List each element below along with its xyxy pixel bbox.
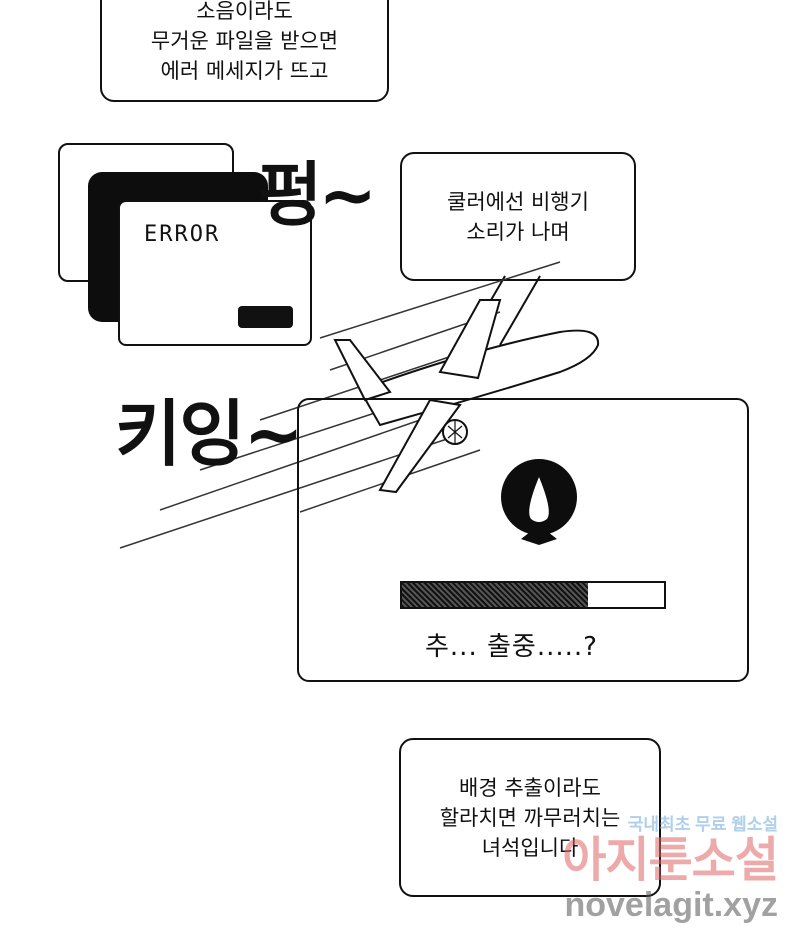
watermark: 국내최초 무료 웹소설 아지툰소설 novelagit.xyz — [562, 810, 779, 924]
narration-bubble-top: 소음이라도 무거운 파일을 받으면 에러 메세지가 뜨고 — [100, 0, 389, 102]
sfx-pung: 펑~ — [258, 154, 377, 236]
watermark-brand: 아지툰소설 — [562, 834, 779, 887]
bubble-line: 소리가 나며 — [466, 219, 570, 244]
bubble-line: 녀석입니다 — [481, 835, 579, 860]
error-text: ERROR — [144, 222, 221, 247]
progress-bar — [400, 581, 666, 609]
sfx-kiing: 키잉~ — [115, 392, 304, 476]
bubble-line: 할라치면 까무러치는 — [439, 805, 621, 830]
error-button — [238, 306, 293, 328]
narration-bubble-cooler: 쿨러에선 비행기 소리가 나며 — [400, 152, 636, 281]
watermark-tagline: 국내최초 무료 웹소설 — [627, 815, 778, 834]
watermark-url: novelagit.xyz — [564, 886, 778, 924]
bubble-line: 에러 메세지가 뜨고 — [160, 59, 329, 83]
bubble-line: 배경 추출이라도 — [459, 775, 601, 800]
progress-caption: 추... 출중.....? — [425, 632, 598, 662]
bubble-line: 소음이라도 — [196, 0, 293, 23]
progress-window: 추... 출중.....? — [297, 398, 749, 682]
error-window: ERROR — [118, 200, 312, 346]
bubble-line: 무거운 파일을 받으면 — [150, 29, 339, 53]
progress-bar-fill — [402, 583, 589, 607]
narration-bubble-bottom: 배경 추출이라도 할라치면 까무러치는 녀석입니다 — [399, 738, 661, 897]
bubble-line: 쿨러에선 비행기 — [447, 189, 589, 214]
loading-spinner-icon — [501, 459, 577, 545]
